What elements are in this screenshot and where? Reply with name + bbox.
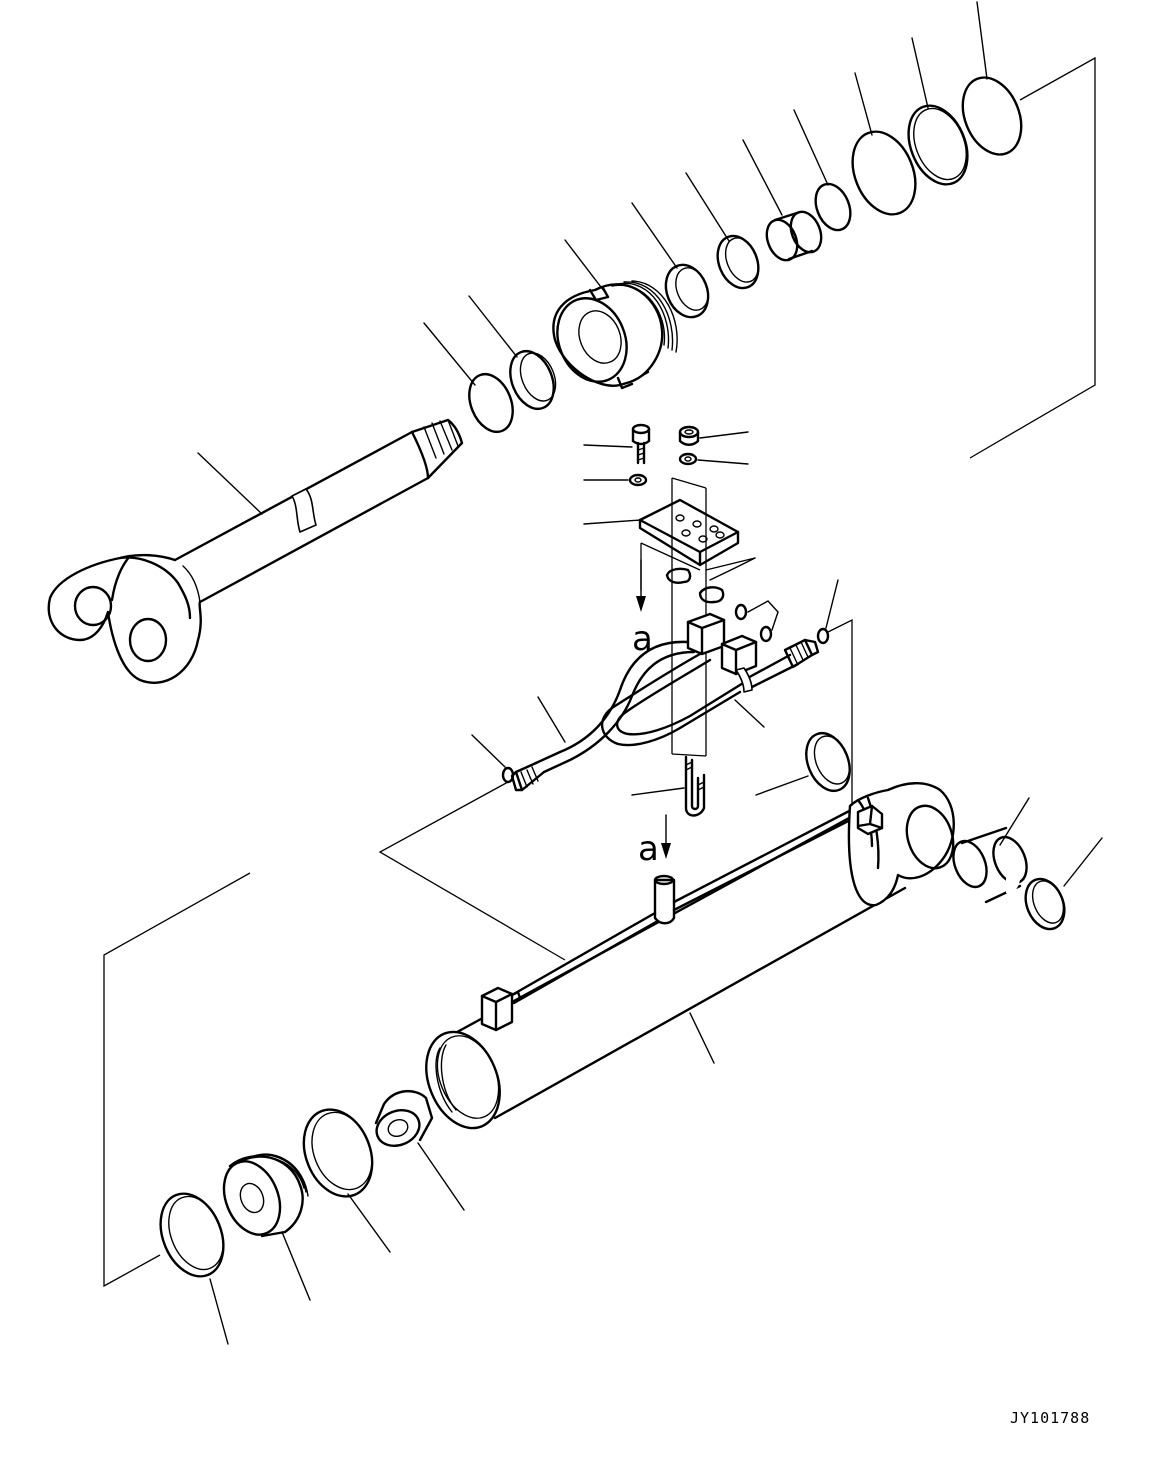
bottom-bushing bbox=[952, 826, 1028, 904]
leader-head-bushing bbox=[742, 139, 783, 216]
hose-assembly bbox=[510, 612, 820, 792]
leader-piston-nut bbox=[417, 1142, 465, 1211]
view-arrow-lower: a bbox=[638, 814, 671, 869]
leader-bolt bbox=[583, 444, 633, 448]
bottom-seal-ring bbox=[1024, 877, 1066, 931]
leader-piston-seal bbox=[209, 1278, 229, 1345]
leader-retaining-ring bbox=[793, 109, 829, 186]
leader-clamp-plate bbox=[583, 519, 642, 525]
view-marker-upper: a bbox=[632, 619, 653, 659]
leader-backup-ring bbox=[685, 172, 730, 242]
cylinder-tube bbox=[425, 806, 907, 1130]
washer-right bbox=[678, 452, 698, 466]
drawing-code: JY101788 bbox=[1010, 1409, 1090, 1427]
piston-rod bbox=[47, 418, 464, 684]
leader-piston bbox=[281, 1231, 311, 1301]
leader-hose-left bbox=[537, 696, 566, 743]
leader-o-ring-right bbox=[825, 579, 839, 629]
cylinder-bottom-eye bbox=[847, 782, 955, 907]
leader-tube-right bbox=[734, 699, 765, 728]
leader-head-o-ring bbox=[631, 202, 678, 269]
leader-u-bolt bbox=[631, 787, 685, 796]
leader-nut bbox=[699, 431, 749, 439]
leader-large-o-ring bbox=[976, 1, 988, 80]
piston bbox=[222, 1153, 309, 1238]
head-o-ring bbox=[664, 263, 710, 319]
retaining-ring bbox=[814, 182, 852, 232]
leader-dust-seal bbox=[854, 72, 873, 136]
leader-bottom-seal-ring bbox=[1063, 837, 1103, 887]
leader-bottom-bushing bbox=[999, 797, 1030, 846]
view-arrow-upper: a bbox=[632, 559, 653, 659]
u-bolt bbox=[684, 755, 706, 817]
tube-group-frame bbox=[103, 872, 251, 1288]
head-large-backup-ring bbox=[907, 104, 969, 186]
cylinder-head bbox=[552, 280, 678, 390]
leader-rod-seal bbox=[468, 295, 518, 358]
leader-snap-ring-rod bbox=[423, 322, 476, 386]
leader-large-backup-ring bbox=[911, 37, 929, 109]
leader-piston-wear-ring bbox=[347, 1193, 391, 1253]
backup-ring bbox=[716, 234, 760, 290]
leader-tube-end-seal bbox=[755, 775, 809, 796]
dust-seal bbox=[851, 130, 917, 216]
washer-left bbox=[628, 473, 648, 487]
tube-end-seal bbox=[805, 731, 851, 793]
piston-wear-ring bbox=[302, 1108, 374, 1198]
rod-group-frame bbox=[969, 56, 1096, 459]
rod-seal bbox=[509, 349, 557, 411]
hose-group-frame bbox=[378, 618, 853, 961]
snap-ring-rod bbox=[468, 372, 514, 434]
mounting-bolt bbox=[631, 423, 651, 465]
view-marker-lower: a bbox=[638, 829, 659, 869]
leader-o-ring-left bbox=[471, 734, 506, 768]
piston-nut bbox=[374, 1090, 434, 1147]
hose-clamp-halves bbox=[665, 557, 756, 604]
piston-seal bbox=[159, 1192, 225, 1278]
head-bushing bbox=[765, 210, 823, 262]
head-large-o-ring bbox=[961, 76, 1023, 156]
leader-cylinder-tube bbox=[689, 1012, 715, 1064]
clamp-plate bbox=[638, 498, 740, 567]
nut bbox=[678, 425, 700, 446]
leader-washer-right bbox=[697, 459, 749, 465]
leader-piston-rod bbox=[197, 452, 263, 515]
leader-cylinder-head bbox=[564, 239, 605, 292]
